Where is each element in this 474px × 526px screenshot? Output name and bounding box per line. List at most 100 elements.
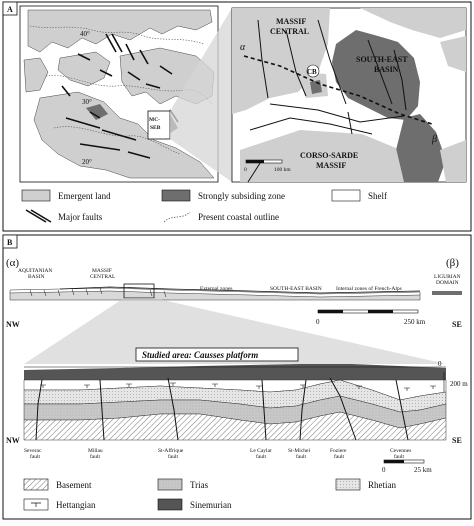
fault-label-millau: Millau — [88, 448, 103, 454]
fault-label-cevennes: Cevennes — [390, 448, 411, 454]
scale-bar-bottom-fill — [384, 460, 404, 463]
legend-rhetian-label: Rhetian — [368, 480, 396, 490]
legend-rhetian-swatch — [335, 478, 361, 491]
fault-labels: Severac fault Millau fault St-Affrique f… — [24, 447, 411, 460]
fault-label-st-affrique-2: fault — [168, 453, 179, 460]
cb-marker — [306, 64, 320, 78]
studied-area-box — [135, 347, 299, 362]
latitude-label-30: 30° — [82, 98, 92, 106]
fault-label-severac: Severac — [24, 448, 42, 454]
fault-label-foziere: Foziere — [330, 448, 347, 454]
external-zones-label: External zones — [200, 286, 233, 292]
legend-emergent-swatch — [21, 189, 51, 202]
legend-emergent-label: Emergent land — [58, 191, 111, 201]
scale-top-zero: 0 — [316, 318, 320, 326]
zoom-faults — [247, 19, 407, 183]
section-zoom-connector — [24, 298, 446, 364]
fault-label-st-michel-2: fault — [296, 453, 307, 460]
land-southeast — [440, 140, 466, 182]
zoom-beta: β — [431, 134, 437, 145]
panel-a-letter-box — [2, 1, 18, 16]
scale-bottom-end: 25 km — [414, 466, 432, 474]
section-beta: (β) — [446, 257, 459, 269]
aquitanian-label-2: BASIN — [28, 274, 45, 280]
latitude-label-20: 20° — [82, 158, 92, 166]
fault-label-foziere-2: fault — [334, 453, 345, 460]
legend-basement-swatch — [23, 478, 49, 491]
fault-line-millau — [99, 379, 105, 441]
legend-trias-label: Trias — [190, 480, 209, 490]
corso-label-2: MASSIF — [316, 161, 346, 170]
fault-line-le-caylar — [261, 379, 267, 441]
corso-label-1: CORSO-SARDE — [300, 151, 358, 160]
emergent-landmass-west — [23, 57, 49, 93]
fault-label-millau-2: fault — [90, 453, 101, 460]
section-alpha: (α) — [6, 257, 19, 269]
legend-shelf-label: Shelf — [368, 191, 387, 201]
scale-bar-top-seg-2 — [368, 310, 393, 313]
legend-hettangian-label: Hettangian — [56, 500, 96, 510]
latitude-label-40: 40° — [80, 30, 90, 38]
legend-hettangian-symbol — [31, 502, 41, 507]
aquitanian-label-1: AQUITANIAN — [18, 268, 52, 274]
massif-central-profile-label-2: CENTRAL — [90, 274, 116, 280]
legend-subsiding-label: Strongly subsiding zone — [198, 191, 285, 201]
legend-b: Basement Trias Rhetian Hettangian Sinemu… — [23, 478, 396, 511]
seb-profile-label: SOUTH-EAST BASIN — [270, 286, 322, 292]
legend-trias-swatch — [157, 478, 183, 491]
hettangian-symbols — [40, 382, 436, 391]
subsiding-zone-b — [86, 104, 108, 120]
section-faults — [35, 377, 409, 441]
cb-label: CB — [307, 68, 317, 76]
scale-bar-top-seg-1 — [318, 310, 343, 313]
legend-shelf-swatch — [331, 189, 361, 202]
legend-fault-line-2 — [30, 209, 52, 223]
legend-basement-label: Basement — [56, 480, 92, 490]
fault-line-foziere — [329, 377, 357, 441]
alps-land-north — [360, 8, 466, 38]
emergent-landmass-north — [27, 9, 213, 53]
corso-sarde-land — [240, 130, 404, 182]
legend-sinemurian-label: Sinemurian — [190, 500, 232, 510]
internal-zones-label: Internal zones of French-Alps — [336, 285, 402, 292]
coastal-outline-1 — [29, 25, 205, 45]
legend-sinemurian-swatch — [157, 498, 183, 511]
scale-top-end: 250 km — [404, 318, 426, 326]
zoom-scale-bar-fill — [246, 160, 264, 163]
major-faults-map — [61, 33, 179, 159]
emergent-landmass-south — [33, 91, 215, 179]
profile-faults — [29, 287, 167, 298]
legend-fault-line-1 — [25, 209, 47, 223]
emergent-landmass-central — [57, 51, 111, 87]
nw-label-bottom: NW — [6, 436, 20, 445]
fault-line-st-michel — [299, 379, 307, 441]
studied-area-label: Studied area: Causses platform — [142, 350, 258, 360]
zoom-scale-end: 100 km — [274, 167, 291, 173]
fault-label-severac-2: fault — [30, 453, 41, 460]
basement-layer — [23, 411, 447, 441]
fault-line-severac — [35, 379, 43, 441]
legend-subsiding-swatch — [161, 189, 191, 202]
fault-label-le-caylar: Le Caylar — [250, 448, 272, 454]
massif-central-land — [232, 8, 330, 114]
se-label-bottom: SE — [452, 436, 462, 445]
detailed-section: 0 200 m — [23, 360, 468, 441]
fault-label-le-caylar-2: fault — [256, 453, 267, 460]
alps-land-east — [440, 36, 466, 72]
se-label-top: SE — [452, 320, 462, 329]
massif-central-label-1: MASSIF — [276, 17, 306, 26]
islet — [378, 146, 396, 164]
scale-bottom-zero: 0 — [382, 466, 386, 474]
fault-line-cevennes — [395, 379, 409, 441]
profile-cover — [9, 287, 421, 298]
inset-label-mc: MC- — [149, 117, 160, 123]
scale-bar-top: 0 250 km — [316, 309, 426, 326]
zoom-scale-zero: 0 — [244, 167, 247, 173]
ligurian-label-1: LIGURIAN — [434, 274, 461, 280]
sinemurian-layer — [24, 364, 446, 380]
profile-top-line — [59, 286, 421, 294]
fault-label-st-affrique: St-Affrique — [158, 447, 184, 454]
legend-a: Emergent land Strongly subsiding zone Sh… — [21, 189, 387, 223]
